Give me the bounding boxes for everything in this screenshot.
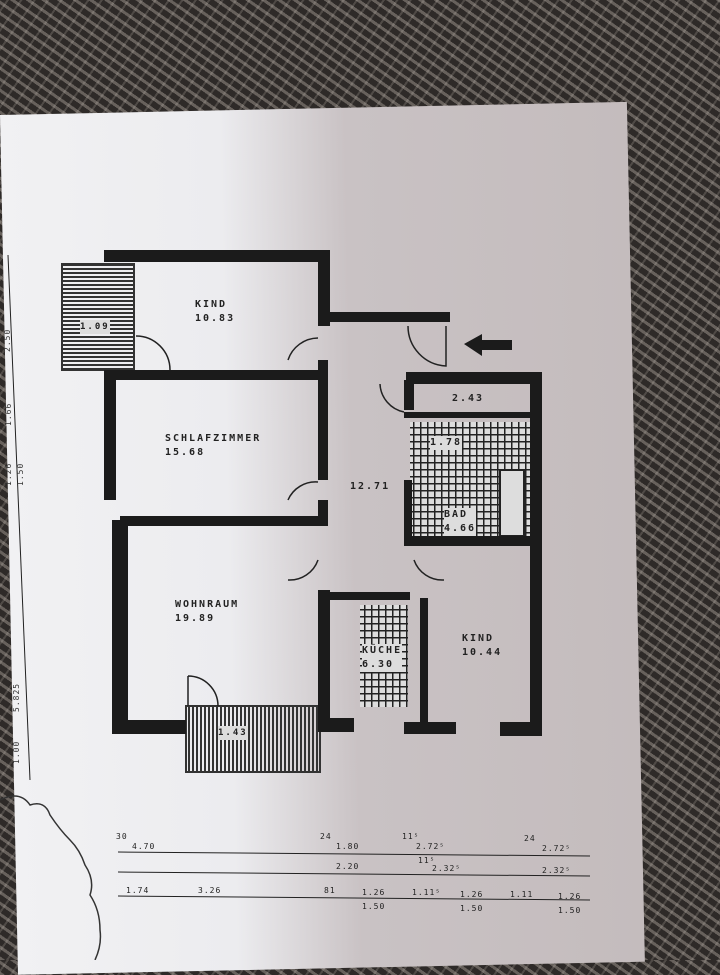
- tree-outline: [0, 795, 102, 960]
- dimension: 2.32⁵: [542, 866, 572, 875]
- dimension: 2.72⁵: [542, 844, 572, 853]
- dimension: 1.26: [362, 888, 386, 897]
- room-kind-1: KIND 10.83: [195, 298, 235, 326]
- room-area: 4.66: [444, 523, 477, 534]
- room-schlafzimmer: SCHLAFZIMMER 15.68: [165, 432, 261, 460]
- room-area: 10.44: [462, 647, 503, 658]
- balcony-bottom-area: 1.43: [218, 726, 248, 740]
- room-wc: 1.78: [430, 436, 463, 450]
- dimension: 2.50: [3, 328, 12, 352]
- dimension: 1.66: [4, 402, 13, 426]
- dimension: 81: [324, 886, 336, 895]
- room-name: KIND: [462, 633, 495, 644]
- dimension: 3.26: [198, 886, 222, 895]
- room-kind-2: KIND 10.44: [462, 632, 502, 660]
- room-name: SCHLAFZIMMER: [165, 433, 262, 444]
- balcony-left: [61, 263, 135, 371]
- room-flur: 12.71: [350, 480, 390, 494]
- room-kueche: KÜCHE 6.30: [362, 644, 403, 672]
- room-name: WOHNRAUM: [175, 599, 240, 610]
- dimension: 2.32⁵: [432, 864, 462, 873]
- dimension: 1.11⁵: [412, 888, 442, 897]
- room-name: KIND: [195, 299, 228, 310]
- room-area: 1.78: [430, 437, 463, 448]
- dimension: 24: [524, 834, 536, 843]
- balcony-left-area: 1.09: [80, 320, 110, 334]
- dimension: 1.80: [336, 842, 360, 851]
- balcony-bottom: [185, 705, 321, 773]
- dimension: 1.50: [362, 902, 386, 911]
- room-area: 19.89: [175, 613, 216, 624]
- dimension: 5.825: [12, 682, 21, 712]
- room-area: 2.43: [452, 393, 485, 404]
- dimension: 1.26: [558, 892, 582, 901]
- room-name: KÜCHE: [362, 645, 403, 656]
- room-wohnraum: WOHNRAUM 19.89: [175, 598, 239, 626]
- dimension: 1.50: [558, 906, 582, 915]
- dimension: 30: [116, 832, 128, 841]
- room-name: BAD: [444, 509, 469, 520]
- room-bad: BAD 4.66: [444, 508, 477, 536]
- room-abstell: 2.43: [452, 392, 484, 406]
- dimension: 1.50: [460, 904, 484, 913]
- room-area: 15.68: [165, 447, 206, 458]
- dimension: 11⁵: [402, 832, 420, 841]
- dimension: 1.50: [16, 462, 25, 486]
- dimension: 2.72⁵: [416, 842, 446, 851]
- room-area: 10.83: [195, 313, 236, 324]
- dimension: 1.26: [4, 462, 13, 486]
- dimension: 2.20: [336, 862, 360, 871]
- room-area: 12.71: [350, 481, 391, 492]
- dimension: 1.11: [510, 890, 534, 899]
- dimension: 4.70: [132, 842, 156, 851]
- dimension: 24: [320, 832, 332, 841]
- arrow-left-icon: [464, 334, 512, 356]
- dimension: 1.00: [12, 740, 21, 764]
- room-area: 6.30: [362, 659, 395, 670]
- dimension: 1.26: [460, 890, 484, 899]
- dimension: 11⁵: [418, 856, 436, 865]
- dimension: 1.74: [126, 886, 150, 895]
